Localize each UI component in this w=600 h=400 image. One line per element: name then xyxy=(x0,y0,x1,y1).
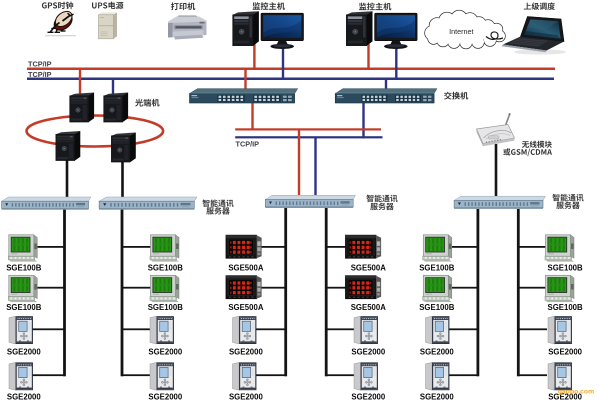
svg-text:SGE2000: SGE2000 xyxy=(7,393,41,400)
svg-text:SGE2000: SGE2000 xyxy=(229,393,263,400)
svg-text:SGE2000: SGE2000 xyxy=(420,393,454,400)
svg-text:SGE2000: SGE2000 xyxy=(548,393,582,400)
svg-text:SGE2000: SGE2000 xyxy=(148,347,182,356)
svg-text:SGE500A: SGE500A xyxy=(351,303,386,312)
svg-text:SGE100B: SGE100B xyxy=(6,303,41,312)
svg-text:SGE2000: SGE2000 xyxy=(7,347,41,356)
svg-text:SGE100B: SGE100B xyxy=(419,303,454,312)
svg-text:SGE500A: SGE500A xyxy=(228,263,263,272)
svg-text:Internet: Internet xyxy=(449,27,473,36)
svg-text:SGE2000: SGE2000 xyxy=(148,393,182,400)
svg-text:SGE2000: SGE2000 xyxy=(351,393,385,400)
svg-text:TCP/IP: TCP/IP xyxy=(236,139,260,148)
svg-text:SGE100B: SGE100B xyxy=(548,263,583,272)
svg-text:SGE100B: SGE100B xyxy=(6,263,41,272)
svg-text:TCP/IP: TCP/IP xyxy=(28,70,52,79)
svg-text:SGE2000: SGE2000 xyxy=(548,347,582,356)
svg-text:SGE100B: SGE100B xyxy=(148,263,183,272)
svg-text:gaopo.com: gaopo.com xyxy=(558,388,594,395)
svg-text:SGE2000: SGE2000 xyxy=(229,347,263,356)
svg-text:SGE100B: SGE100B xyxy=(419,263,454,272)
svg-text:SGE100B: SGE100B xyxy=(148,303,183,312)
svg-text:SGE2000: SGE2000 xyxy=(420,347,454,356)
svg-text:SGE500A: SGE500A xyxy=(351,263,386,272)
svg-text:TCP/IP: TCP/IP xyxy=(28,60,52,69)
svg-text:SGE500A: SGE500A xyxy=(228,303,263,312)
svg-text:SGE2000: SGE2000 xyxy=(351,347,385,356)
svg-text:SGE100B: SGE100B xyxy=(548,303,583,312)
